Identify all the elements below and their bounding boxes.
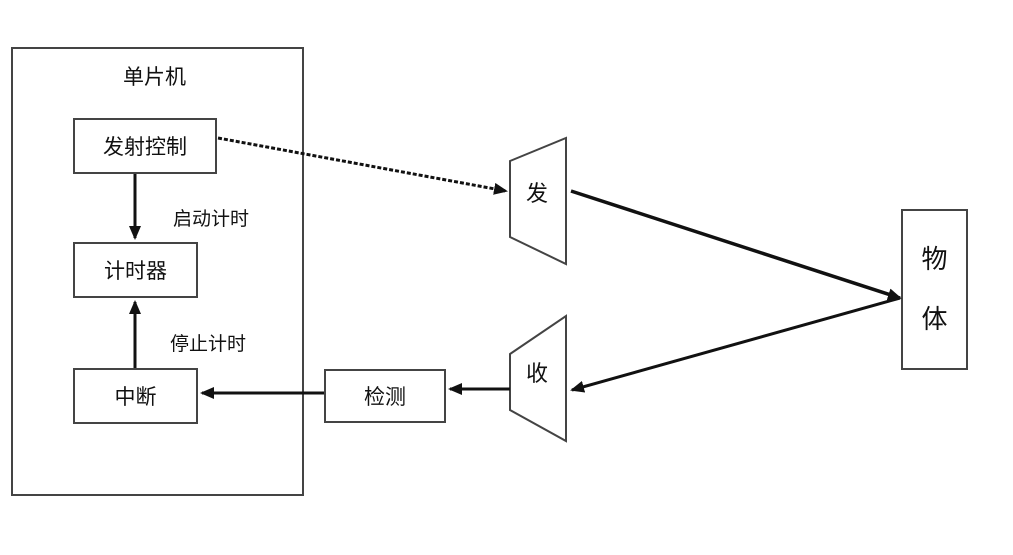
emit-control-label: 发射控制: [103, 135, 187, 159]
stop-timing-label: 停止计时: [170, 333, 247, 355]
emit-control-block: 发射控制: [73, 118, 217, 174]
interrupt-label: 中断: [114, 385, 157, 409]
transmitter-shape: [509, 136, 567, 266]
object-char-1: 物: [921, 244, 948, 275]
mcu-title: 单片机: [123, 65, 186, 89]
receiver-shape: [509, 314, 567, 443]
arrow-object-to-receiver: [570, 296, 901, 393]
timer-label: 计时器: [104, 259, 167, 283]
arrow-emit-to-transmitter: [217, 136, 508, 195]
detect-label: 检测: [364, 385, 406, 409]
interrupt-block: 中断: [73, 368, 198, 424]
timer-block: 计时器: [73, 242, 198, 298]
detect-block: 检测: [324, 369, 446, 423]
object-block: 物 体: [901, 209, 968, 370]
transmitter-label: 发: [526, 182, 549, 207]
receiver-label: 收: [526, 362, 549, 387]
object-char-2: 体: [921, 304, 948, 335]
arrow-transmitter-to-object: [570, 189, 902, 300]
start-timing-label: 启动计时: [173, 208, 250, 230]
mcu-frame: [11, 47, 304, 496]
